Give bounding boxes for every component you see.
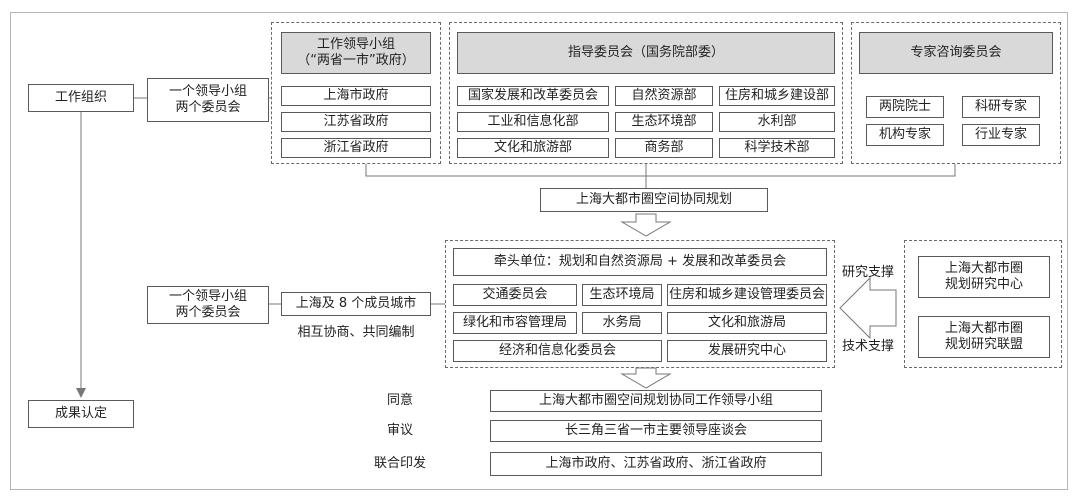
hollow-down-arrow (620, 367, 672, 389)
leading-group-frame (271, 22, 441, 164)
research-alliance-box: 上海大都市圈 规划研究联盟 (918, 316, 1050, 358)
plan-box: 上海大都市圈空间协同规划 (540, 188, 768, 212)
research-support-label: 研究支撑 (841, 265, 894, 280)
expert-item: 机构专家 (866, 124, 944, 146)
guidance-item: 商务部 (615, 138, 713, 158)
bottom-body: 上海大都市圈空间规划协同工作领导小组 (490, 390, 822, 412)
outer-frame (10, 12, 1068, 490)
guidance-item: 自然资源部 (615, 86, 713, 106)
unit-item: 水务局 (582, 312, 662, 334)
result-label: 成果认定 (54, 406, 107, 421)
bottom-action: 审议 (386, 423, 413, 438)
research-center-box: 上海大都市圈 规划研究中心 (918, 256, 1050, 298)
left-arrowhead (76, 388, 86, 398)
top-bracket (365, 164, 956, 177)
unit-item: 住房和城乡建设管理委员会 (667, 284, 827, 306)
middle-side-label: 一个领导小组 两个委员会 (147, 286, 269, 324)
guidance-item: 文化和旅游部 (457, 138, 609, 158)
expert-item: 两院院士 (866, 96, 944, 118)
unit-item: 生态环境局 (582, 284, 662, 306)
experts-title: 专家咨询委员会 (859, 32, 1053, 74)
unit-item: 文化和旅游局 (667, 312, 827, 334)
leading-item: 浙江省政府 (281, 138, 431, 158)
expert-item: 科研专家 (962, 96, 1040, 118)
guidance-frame (449, 22, 843, 164)
leading-group-title: 工作领导小组 （“两省一市”政府） (281, 32, 431, 74)
guidance-item: 住房和城乡建设部 (719, 86, 835, 106)
guidance-item: 工业和信息化部 (457, 112, 609, 132)
leading-item: 江苏省政府 (281, 112, 431, 132)
guidance-item: 生态环境部 (615, 112, 713, 132)
result-box: 成果认定 (28, 400, 134, 428)
guidance-item: 科学技术部 (719, 138, 835, 158)
guidance-title: 指导委员会（国务院部委） (457, 32, 835, 74)
unit-item: 发展研究中心 (667, 340, 827, 362)
unit-item: 绿化和市容管理局 (453, 312, 577, 334)
leading-item: 上海市政府 (281, 86, 431, 106)
research-frame (904, 240, 1062, 368)
bottom-body: 上海市政府、江苏省政府、浙江省政府 (490, 452, 822, 476)
hollow-down-arrow (620, 213, 672, 237)
guidance-item: 水利部 (719, 112, 835, 132)
expert-item: 行业专家 (962, 124, 1040, 146)
bottom-action: 同意 (386, 393, 413, 408)
bottom-body: 长三角三省一市主要领导座谈会 (490, 420, 822, 442)
unit-item: 交通委员会 (453, 284, 577, 306)
hollow-left-arrow (839, 276, 897, 340)
unit-item: 经济和信息化委员会 (453, 340, 662, 362)
experts-frame (851, 22, 1061, 164)
bottom-action: 联合印发 (373, 456, 426, 471)
work-org-label: 工作组织 (54, 90, 107, 105)
top-side-label: 一个领导小组 两个委员会 (147, 78, 269, 122)
cities-note: 相互协商、共同编制 (297, 325, 415, 340)
guidance-item: 国家发展和改革委员会 (457, 86, 609, 106)
cities-box: 上海及 8 个成员城市 (281, 292, 431, 316)
tech-support-label: 技术支撑 (841, 339, 894, 354)
lead-unit-box: 牵头单位：规划和自然资源局 + 发展和改革委员会 (453, 248, 827, 276)
work-org-box: 工作组织 (28, 84, 134, 112)
